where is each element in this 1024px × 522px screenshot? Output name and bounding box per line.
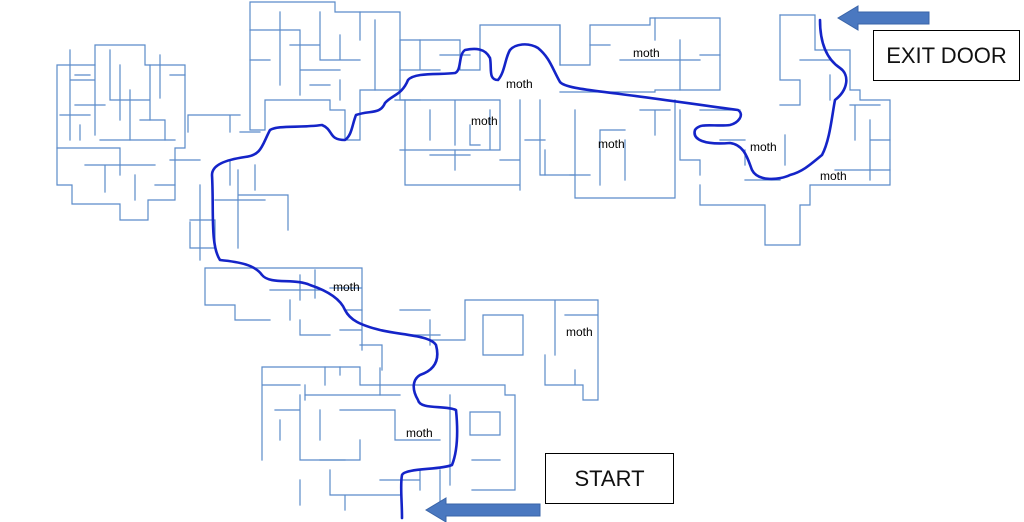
moth-label: moth: [566, 325, 593, 339]
start-label: START: [545, 453, 674, 504]
exit-door-text: EXIT DOOR: [886, 42, 1007, 68]
start-text: START: [574, 465, 645, 491]
maze-walls: [56, 1, 891, 511]
moth-label: moth: [506, 77, 533, 91]
start-arrow-icon: [425, 497, 541, 522]
exit-door-label: EXIT DOOR: [873, 30, 1020, 81]
solution-path: [210, 18, 848, 520]
exit-arrow-icon: [837, 5, 930, 31]
moth-label: moth: [598, 137, 625, 151]
moth-label: moth: [633, 46, 660, 60]
moth-label: moth: [333, 280, 360, 294]
moth-label: moth: [750, 140, 777, 154]
moth-label: moth: [820, 169, 847, 183]
moth-label: moth: [471, 114, 498, 128]
moth-label: moth: [406, 426, 433, 440]
